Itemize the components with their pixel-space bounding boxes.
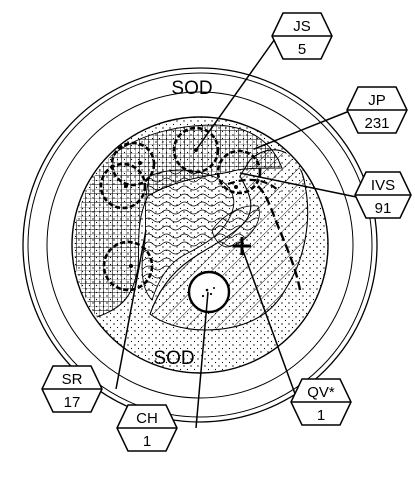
callout-ivs-count: 91 [375,200,392,217]
callout-ch[interactable]: CH 1 [116,404,178,452]
circle-left-middle [99,162,147,210]
leader-lines [115,35,367,429]
callout-jp-count: 231 [364,115,389,132]
callout-ch-code: CH [136,410,158,427]
callout-jp-code: JP [368,92,386,109]
circle-ch [187,270,231,314]
ticked-boundary-upper [227,178,281,193]
callout-ch-count: 1 [143,433,151,450]
leader-sr [115,229,147,390]
callout-qv-code: QV* [307,384,335,401]
circle-sr [102,240,154,292]
sod-label-top: SOD [171,78,212,99]
leader-jp [253,109,353,150]
qv-marker [233,237,251,255]
callout-qv[interactable]: QV* 1 [290,378,352,426]
callout-ivs[interactable]: IVS 91 [354,171,412,219]
callout-js[interactable]: JS 5 [271,12,333,60]
leader-ch [195,291,209,429]
outer-ring-inner-edge [27,72,373,418]
callout-sr[interactable]: SR 17 [41,365,103,413]
leader-js [195,35,278,151]
feature-circles [99,126,262,314]
outer-ring [22,67,378,423]
leader-qv [241,247,299,403]
circle-js [172,126,220,174]
sod-label-bottom: SOD [153,348,194,369]
sod-ring-edge [46,91,354,399]
ticked-boundary [257,185,302,291]
leader-ivs [239,172,367,200]
circle-upper-left [110,141,156,187]
callout-sr-code: SR [62,371,83,388]
callout-qv-count: 1 [317,407,325,424]
wavy-lobe [211,205,260,248]
callout-js-count: 5 [298,41,306,58]
circle-ivs [216,149,262,195]
callout-sr-count: 17 [64,394,81,411]
callout-js-code: JS [293,18,311,35]
callout-ivs-code: IVS [371,177,395,194]
callout-jp[interactable]: JP 231 [346,86,408,134]
